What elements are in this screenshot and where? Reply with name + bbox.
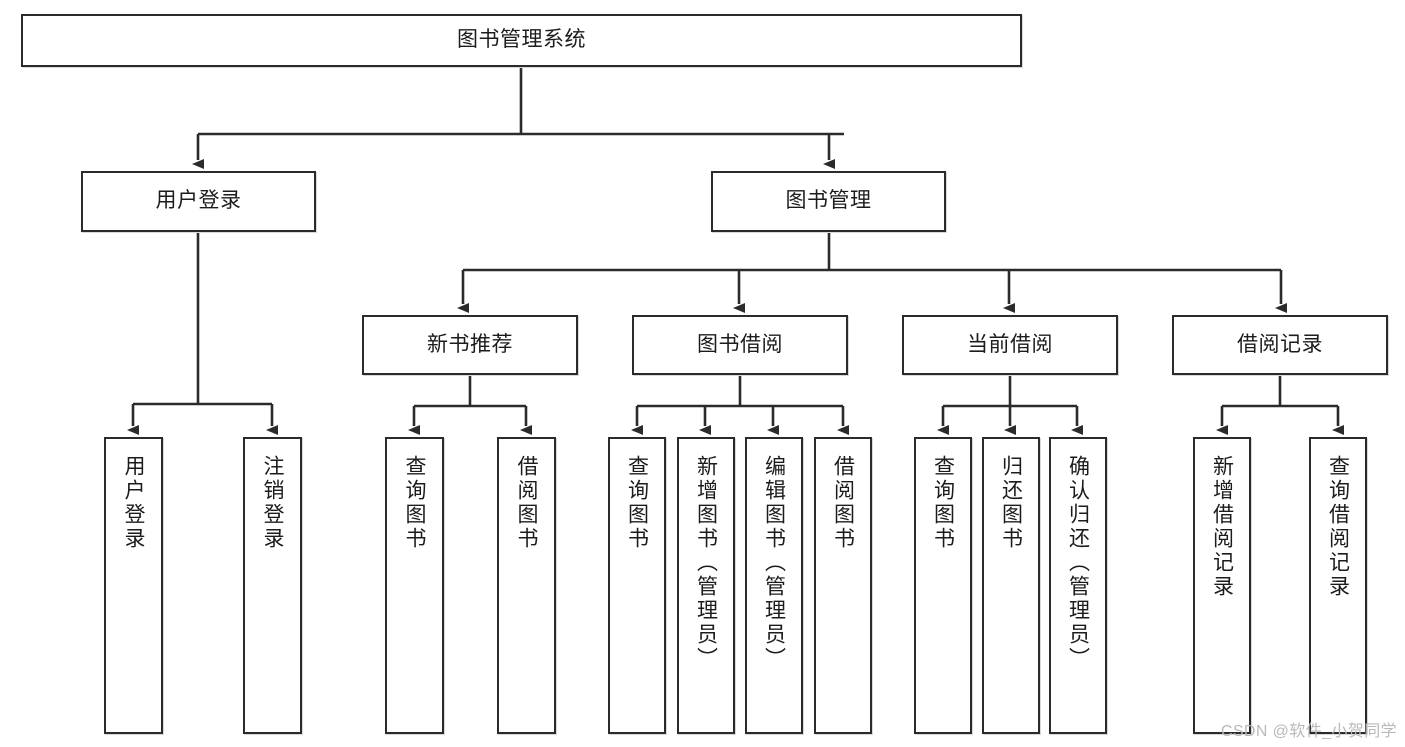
leaf-label: 借阅图书: [515, 455, 538, 551]
leaf-borrow-record-add[interactable]: 新增借阅记录: [1193, 437, 1251, 734]
leaf-book-borrow-add[interactable]: 新增图书（管理员）: [677, 437, 735, 734]
node-book-management[interactable]: 图书管理: [711, 171, 946, 232]
leaf-current-borrow-query[interactable]: 查询图书: [914, 437, 972, 734]
leaf-label: 查询图书: [931, 455, 955, 551]
node-user-login[interactable]: 用户登录: [81, 171, 316, 232]
leaf-book-borrow-borrow[interactable]: 借阅图书: [814, 437, 872, 734]
leaf-current-borrow-confirm[interactable]: 确认归还（管理员）: [1049, 437, 1107, 734]
leaf-user-login-login[interactable]: 用户登录: [104, 437, 163, 734]
leaf-label: 查询图书: [403, 455, 426, 551]
leaf-label: 归还图书: [999, 455, 1023, 551]
leaf-label: 新增借阅记录: [1210, 455, 1234, 599]
leaf-borrow-record-query[interactable]: 查询借阅记录: [1309, 437, 1367, 734]
leaf-new-book-query[interactable]: 查询图书: [385, 437, 444, 734]
leaf-label: 查询借阅记录: [1326, 455, 1350, 599]
node-borrow-record[interactable]: 借阅记录: [1172, 315, 1388, 375]
node-user-login-label: 用户登录: [155, 189, 242, 213]
leaf-user-login-logout[interactable]: 注销登录: [243, 437, 302, 734]
leaf-label: 新增图书（管理员）: [694, 455, 718, 671]
leaf-label: 借阅图书: [831, 455, 855, 551]
node-new-book-recommend[interactable]: 新书推荐: [362, 315, 578, 375]
node-book-management-label: 图书管理: [785, 189, 872, 213]
leaf-book-borrow-edit[interactable]: 编辑图书（管理员）: [745, 437, 803, 734]
leaf-label: 确认归还（管理员）: [1066, 455, 1090, 671]
leaf-label: 用户登录: [122, 455, 145, 551]
node-new-book-recommend-label: 新书推荐: [427, 332, 513, 356]
node-root[interactable]: 图书管理系统: [21, 14, 1022, 67]
node-current-borrow-label: 当前借阅: [967, 332, 1053, 356]
watermark: CSDN @软件_小贺同学: [1220, 723, 1397, 740]
leaf-current-borrow-return[interactable]: 归还图书: [982, 437, 1040, 734]
node-borrow-record-label: 借阅记录: [1237, 332, 1323, 356]
leaf-label: 注销登录: [261, 455, 284, 551]
leaf-label: 查询图书: [625, 455, 649, 551]
leaf-new-book-borrow[interactable]: 借阅图书: [497, 437, 556, 734]
leaf-label: 编辑图书（管理员）: [762, 455, 786, 671]
node-book-borrow[interactable]: 图书借阅: [632, 315, 848, 375]
node-root-label: 图书管理系统: [457, 28, 586, 52]
node-current-borrow[interactable]: 当前借阅: [902, 315, 1118, 375]
leaf-book-borrow-query[interactable]: 查询图书: [608, 437, 666, 734]
node-book-borrow-label: 图书借阅: [697, 332, 783, 356]
